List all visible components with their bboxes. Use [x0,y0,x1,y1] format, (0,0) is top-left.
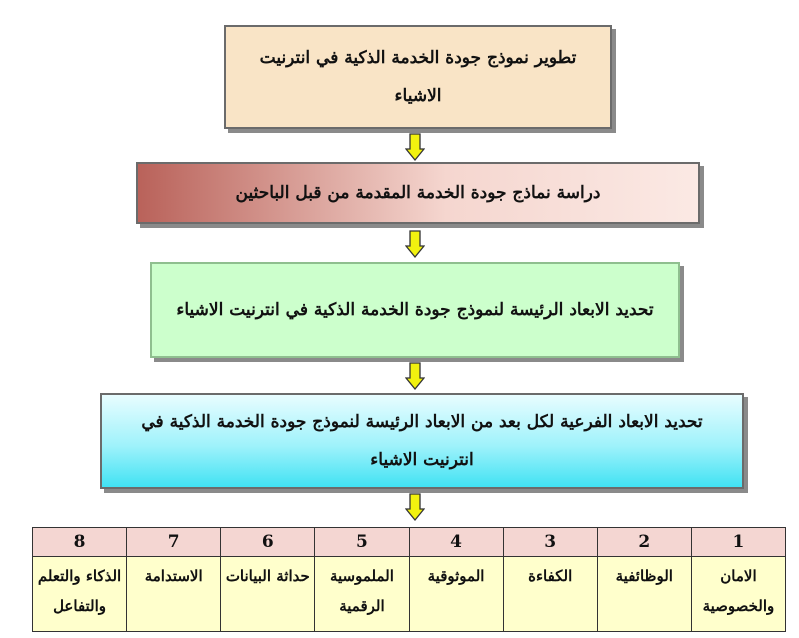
down-arrow-icon [405,493,425,521]
step-box-sub-dimensions: تحديد الابعاد الفرعية لكل بعد من الابعاد… [100,393,744,489]
dimension-name: الاستدامة [126,556,222,632]
step-text: دراسة نماذج جودة الخدمة المقدمة من قبل ا… [235,183,601,203]
down-arrow-icon [405,362,425,390]
dimension-name: الذكاء والتعلم والتفاعل [31,556,128,632]
step-box-main-dimensions: تحديد الابعاد الرئيسة لنموذج جودة الخدمة… [150,262,680,358]
dimensions-table: 1 2 3 4 5 6 7 8 الامان والخصوصية الوظائف… [31,527,787,632]
step-text: تحديد الابعاد الرئيسة لنموذج جودة الخدمة… [176,300,654,320]
step-text: تحديد الابعاد الفرعية لكل بعد من الابعاد… [141,412,703,470]
dimension-number: 8 [31,527,128,557]
dimension-number: 4 [408,527,504,557]
dimension-name: الملموسية الرقمية [314,556,410,632]
dimension-name: الكفاءة [502,556,598,632]
dimension-number-row: 1 2 3 4 5 6 7 8 [31,527,787,557]
dimension-number: 7 [126,527,222,557]
dimension-name-row: الامان والخصوصية الوظائفية الكفاءة الموث… [31,556,787,632]
dimension-name: الوظائفية [596,556,692,632]
down-arrow-icon [405,230,425,258]
step-box-study-models: دراسة نماذج جودة الخدمة المقدمة من قبل ا… [136,162,700,224]
step-box-develop-model: تطوير نموذج جودة الخدمة الذكية في انترني… [224,25,612,129]
dimension-number: 3 [502,527,598,557]
dimension-number: 6 [220,527,316,557]
dimension-name: الامان والخصوصية [690,556,787,632]
dimension-name: حداثة البيانات [220,556,316,632]
dimension-number: 2 [596,527,692,557]
dimension-name: الموثوقية [408,556,504,632]
dimension-number: 1 [690,527,787,557]
step-text: تطوير نموذج جودة الخدمة الذكية في انترني… [259,48,577,106]
dimension-number: 5 [314,527,410,557]
down-arrow-icon [405,133,425,161]
